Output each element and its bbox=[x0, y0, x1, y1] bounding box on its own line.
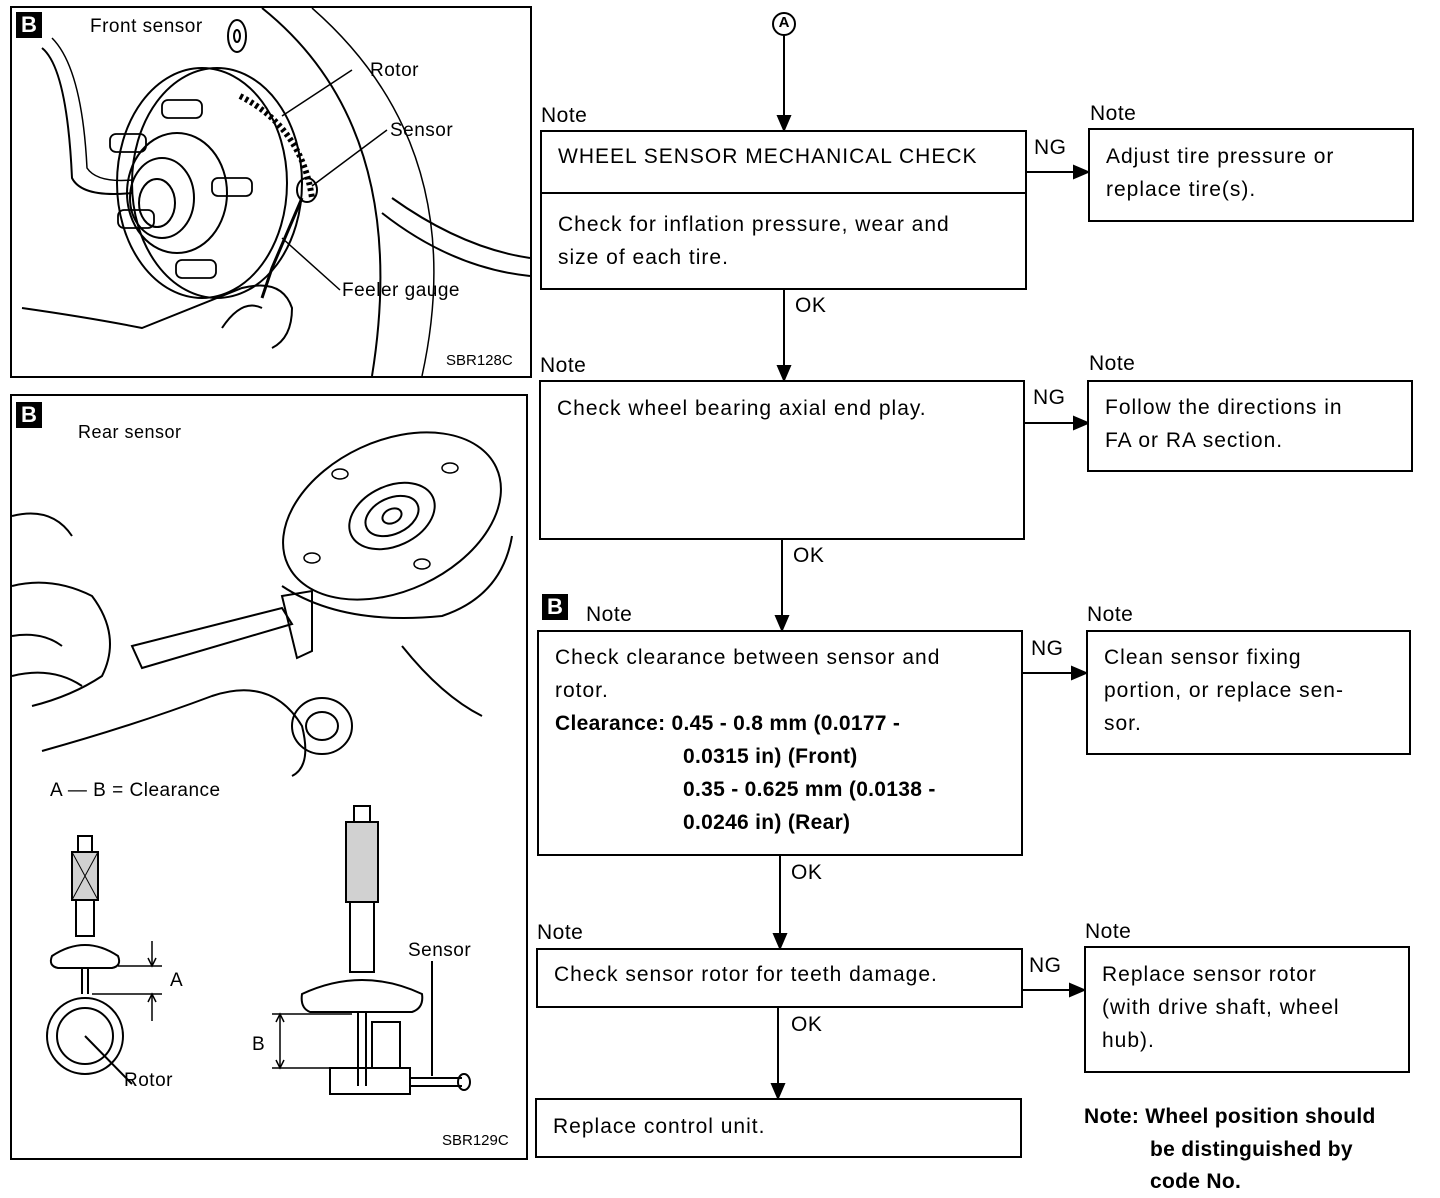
step4-ng-note: Note bbox=[1085, 920, 1132, 943]
step2-line1: Check wheel bearing axial end play. bbox=[557, 397, 927, 420]
step3-box bbox=[537, 630, 1023, 856]
step3-ng-label: NG bbox=[1031, 637, 1064, 660]
step3-spec4: 0.0246 in) (Rear) bbox=[683, 811, 851, 834]
step4-line1: Check sensor rotor for teeth damage. bbox=[554, 963, 938, 986]
rear-sensor-illustration bbox=[12, 431, 513, 1095]
step2-ng-label: NG bbox=[1033, 386, 1066, 409]
step3-ng-line1: Clean sensor fixing bbox=[1104, 646, 1302, 669]
step1-ng-label: NG bbox=[1034, 136, 1067, 159]
step2-ng-note: Note bbox=[1089, 352, 1136, 375]
step4-ng-box bbox=[1084, 946, 1410, 1073]
step2-ng-box bbox=[1087, 380, 1413, 472]
step4-box bbox=[536, 948, 1023, 1008]
step3-spec1: Clearance: 0.45 - 0.8 mm (0.0177 - bbox=[555, 712, 901, 735]
step1-note: Note bbox=[541, 104, 588, 127]
front-sensor-panel: B Front sensor Rotor Sensor Feeler gauge… bbox=[10, 6, 532, 378]
step1-ng-box bbox=[1088, 128, 1414, 222]
step1-ok-label: OK bbox=[795, 294, 827, 317]
front-panel-title: Front sensor bbox=[90, 16, 203, 37]
step3-spec2: 0.0315 in) (Front) bbox=[683, 745, 858, 768]
step2-ok-label: OK bbox=[793, 544, 825, 567]
step1-ng-line2: replace tire(s). bbox=[1106, 178, 1257, 201]
a-label: A bbox=[170, 970, 184, 991]
step1-line2: size of each tire. bbox=[558, 246, 729, 269]
step3-ng-note: Note bbox=[1087, 603, 1134, 626]
step2-ng-line1: Follow the directions in bbox=[1105, 396, 1343, 419]
front-panel-badge: B bbox=[16, 12, 42, 38]
step1-title: WHEEL SENSOR MECHANICAL CHECK bbox=[558, 145, 978, 168]
step4-note: Note bbox=[537, 921, 584, 944]
step3-ng-box bbox=[1086, 630, 1411, 755]
front-sensor-illustration bbox=[21, 8, 530, 376]
step1-box bbox=[540, 130, 1027, 290]
final-box bbox=[535, 1098, 1022, 1158]
feeler-gauge-label: Feeler gauge bbox=[342, 280, 460, 301]
footnote-line2: be distinguished by bbox=[1150, 1138, 1353, 1161]
step3-note: Note bbox=[586, 603, 633, 626]
rear-panel-title: Rear sensor bbox=[78, 422, 182, 442]
step3-badge: B bbox=[542, 594, 568, 620]
step4-ng-line1: Replace sensor rotor bbox=[1102, 963, 1317, 986]
footnote-line1: Note: Wheel position should bbox=[1084, 1105, 1376, 1128]
step1-ng-note: Note bbox=[1090, 102, 1137, 125]
front-panel-code: SBR128C bbox=[446, 352, 513, 369]
rear-sensor-label: Sensor bbox=[408, 940, 472, 961]
rotor-label: Rotor bbox=[370, 60, 419, 81]
step4-ng-label: NG bbox=[1029, 954, 1062, 977]
step1-line1: Check for inflation pressure, wear and bbox=[558, 213, 950, 236]
step3-spec3: 0.35 - 0.625 mm (0.0138 - bbox=[683, 778, 936, 801]
step2-ng-line2: FA or RA section. bbox=[1105, 429, 1284, 452]
step3-line1: Check clearance between sensor and bbox=[555, 646, 941, 669]
rear-panel-code: SBR129C bbox=[442, 1132, 509, 1149]
step4-ng-line3: hub). bbox=[1102, 1029, 1155, 1052]
step4-ng-line2: (with drive shaft, wheel bbox=[1102, 996, 1340, 1019]
step1-ng-line1: Adjust tire pressure or bbox=[1106, 145, 1335, 168]
final-line: Replace control unit. bbox=[553, 1115, 766, 1138]
step2-note: Note bbox=[540, 354, 587, 377]
start-connector-label: A bbox=[778, 14, 790, 31]
step4-ok-label: OK bbox=[791, 1013, 823, 1036]
step3-ng-line3: sor. bbox=[1104, 712, 1142, 735]
rear-panel-badge: B bbox=[16, 402, 42, 428]
footnote-line3: code No. bbox=[1150, 1170, 1242, 1193]
step3-ng-line2: portion, or replace sen- bbox=[1104, 679, 1344, 702]
b-label: B bbox=[252, 1034, 266, 1055]
rear-sensor-panel: B Rear sensor A — B = Clearance A B Roto… bbox=[10, 394, 528, 1160]
step3-ok-label: OK bbox=[791, 861, 823, 884]
step3-line2: rotor. bbox=[555, 679, 609, 702]
step2-box bbox=[539, 380, 1025, 540]
rear-rotor-label: Rotor bbox=[124, 1070, 173, 1091]
clearance-equation: A — B = Clearance bbox=[50, 780, 221, 801]
sensor-label: Sensor bbox=[390, 120, 454, 141]
